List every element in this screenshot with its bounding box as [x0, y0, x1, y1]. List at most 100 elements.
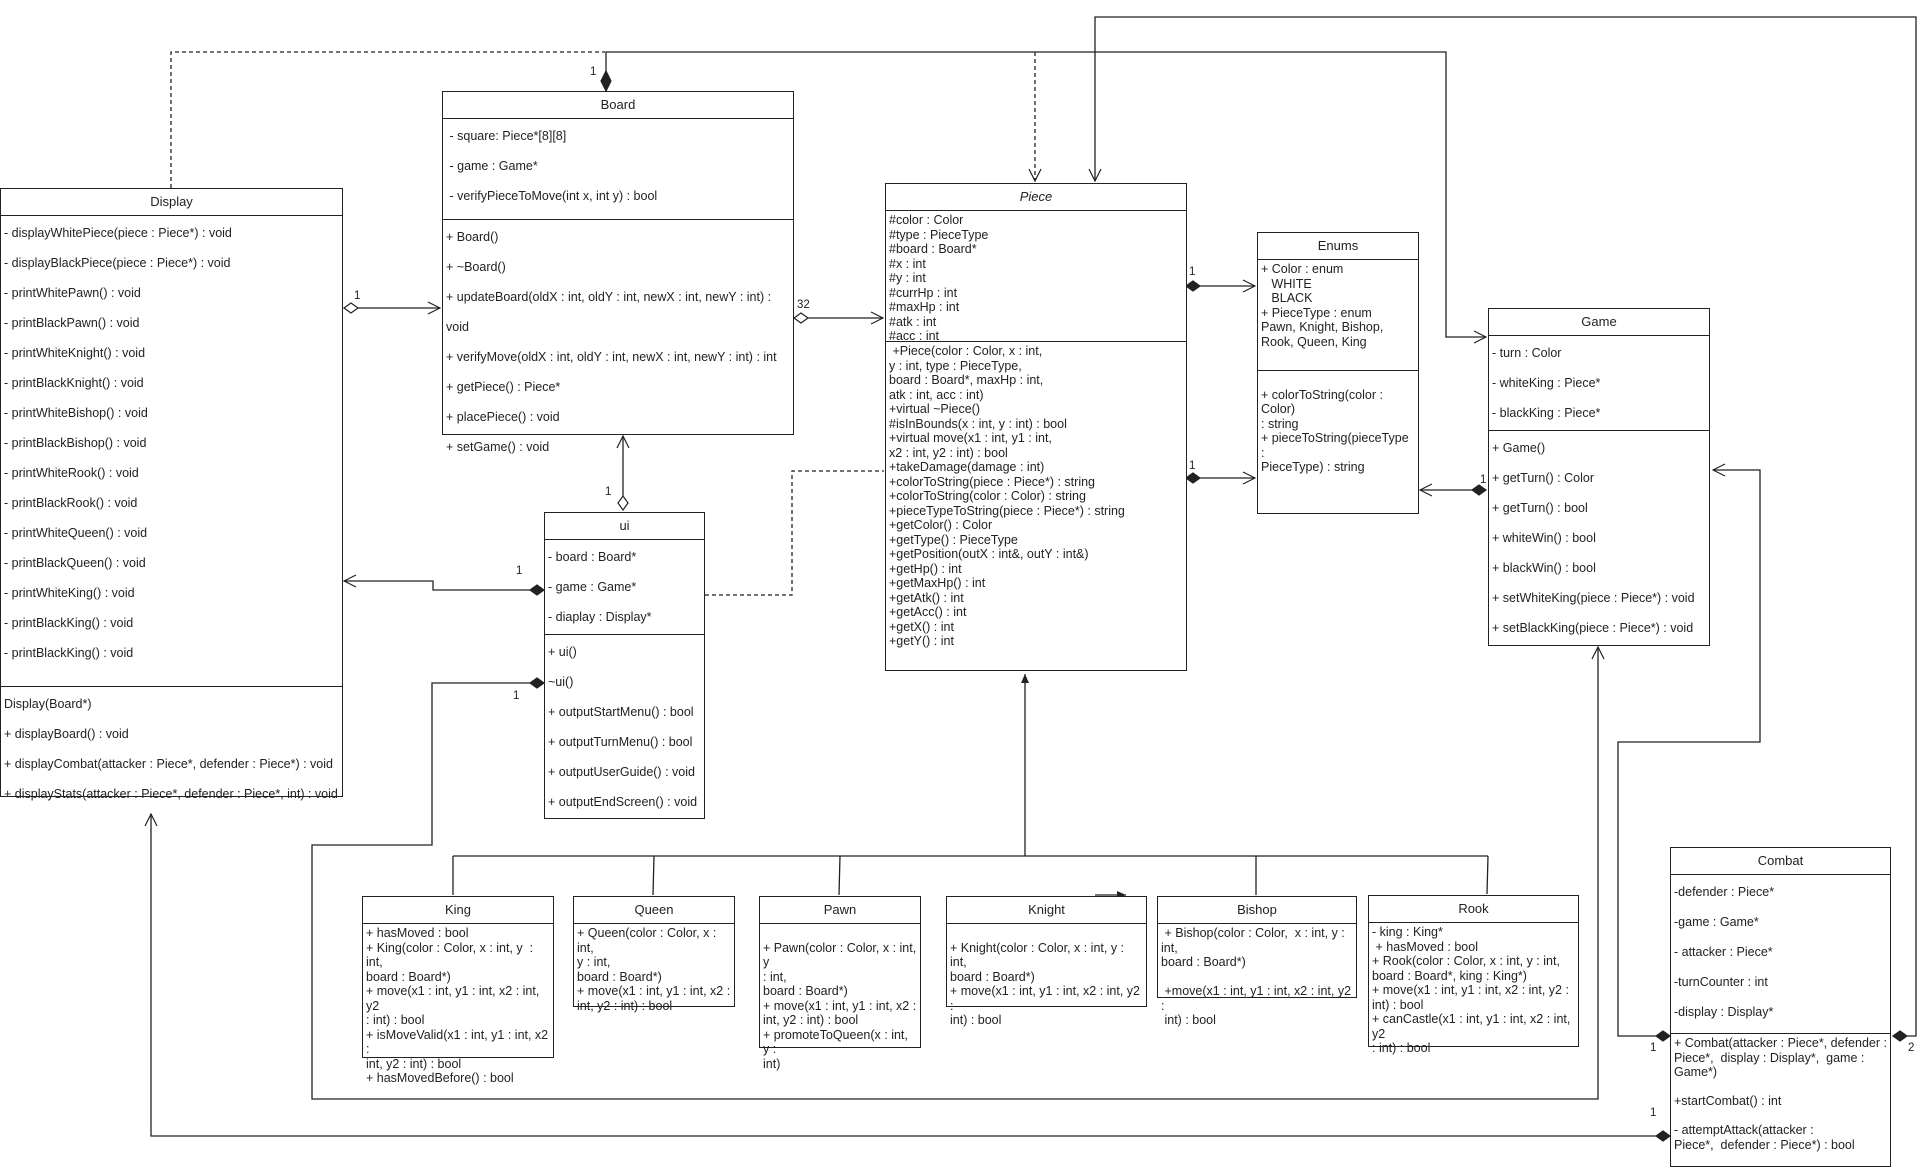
method-row: +pieceTypeToString(piece : Piece*) : str… [889, 503, 1125, 518]
multiplicity-label: 1 [1650, 1042, 1657, 1054]
method-row: +getHp() : int [889, 561, 962, 576]
ui-display-line [344, 581, 530, 591]
method-row: + whiteWin() : bool [1492, 531, 1596, 545]
method-row: atk : int, acc : int) [889, 387, 984, 402]
method-row: +getX() : int [889, 619, 954, 634]
method-row: +getPosition(outX : int&, outY : int&) [889, 547, 1089, 561]
method-row: Piece*, defender : Piece*) : bool [1674, 1137, 1855, 1152]
member-row: + hasMoved : bool [1372, 939, 1478, 954]
attribute-row: - printWhiteBishop() : void [4, 406, 148, 420]
method-row [1674, 1109, 1887, 1124]
attribute-row: - printBlackPawn() : void [4, 316, 140, 330]
class-name: Queen [574, 897, 734, 924]
method-row: PieceType) : string [1261, 460, 1365, 474]
member-row: + Rook(color : Color, x : int, y : int, [1372, 954, 1560, 968]
attributes-section: - square: Piece*[8][8] - game : Game* - … [443, 119, 793, 219]
attribute-row: - printBlackKnight() : void [4, 376, 144, 390]
aggregation-diamond-icon [617, 494, 629, 512]
member-row: + hasMoved : bool [366, 926, 469, 940]
member-row: + move(x1 : int, y1 : int, x2 : int, y2 … [1372, 983, 1569, 997]
attribute-row: - attacker : Piece* [1674, 945, 1773, 959]
method-row: Piece*, display : Display*, game : [1674, 1050, 1865, 1065]
method-row: Game*) [1674, 1065, 1718, 1079]
member-row: + move(x1 : int, y1 : int, x2 : [577, 984, 731, 998]
attribute-row: - printWhitePawn() : void [4, 286, 141, 300]
method-row: + blackWin() : bool [1492, 561, 1596, 575]
method-row: + ~Board() [446, 260, 506, 274]
method-row: + outputEndScreen() : void [548, 795, 698, 809]
method-row: +getColor() : Color [889, 518, 993, 532]
inherit-queen-line [652, 855, 655, 896]
method-row: + displayStats(attacker : Piece*, defend… [4, 787, 338, 801]
method-row [1674, 1080, 1887, 1095]
class-enums[interactable]: Enums+ Color : enum WHITE BLACK+ PieceTy… [1257, 232, 1419, 514]
attribute-row: - square: Piece*[8][8] [446, 129, 567, 143]
methods-section: Display(Board*)+ displayBoard() : void+ … [1, 686, 342, 811]
attribute-row: WHITE [1261, 276, 1312, 291]
class-piece[interactable]: Piece#color : Color#type : PieceType#boa… [885, 183, 1187, 671]
multiplicity-label: 1 [513, 690, 520, 702]
member-row: board : Board*, king : King*) [1372, 968, 1527, 983]
composition-diamond-icon [1184, 280, 1202, 292]
ui-game-line [311, 647, 1598, 1100]
methods-section: + Board()+ ~Board()+ updateBoard(oldX : … [443, 219, 793, 464]
method-row: +colorToString(piece : Piece*) : string [889, 474, 1095, 489]
attribute-row: - whiteKing : Piece* [1492, 376, 1601, 390]
class-rook[interactable]: Rook- king : King* + hasMoved : bool+ Ro… [1368, 895, 1579, 1055]
methods-section: + Game()+ getTurn() : Color+ getTurn() :… [1489, 430, 1709, 645]
attribute-row: - printWhiteKing() : void [4, 586, 135, 600]
method-row: + outputUserGuide() : void [548, 765, 695, 779]
attribute-row: - printWhiteKnight() : void [4, 346, 146, 360]
composition-diamond-icon [528, 677, 546, 689]
class-name: King [363, 897, 553, 924]
composition-diamond-icon [528, 584, 546, 596]
composition-diamond-icon [1184, 472, 1202, 484]
composition-diamond-icon [1470, 484, 1488, 496]
class-queen[interactable]: Queen+ Queen(color : Color, x : int,y : … [573, 896, 735, 1013]
attribute-row: #acc : int [889, 329, 940, 343]
method-row: +virtual ~Piece() [889, 402, 981, 416]
method-row: #isInBounds(x : int, y : int) : bool [889, 416, 1067, 431]
class-knight[interactable]: Knight + Knight(color : Color, x : int, … [946, 896, 1147, 1027]
attributes-section: #color : Color#type : PieceType#board : … [886, 211, 1186, 343]
member-row: + move(x1 : int, y1 : int, x2 : int, y2 [366, 984, 543, 1013]
members-section: - king : King* + hasMoved : bool+ Rook(c… [1369, 923, 1578, 1058]
method-row: + outputStartMenu() : bool [548, 705, 694, 719]
class-bishop[interactable]: Bishop + Bishop(color : Color, x : int, … [1157, 896, 1357, 1027]
class-king[interactable]: King+ hasMoved : bool+ King(color : Colo… [362, 896, 554, 1085]
member-row: + Pawn(color : Color, x : int, y [763, 940, 920, 970]
attributes-section: - turn : Color- whiteKing : Piece*- blac… [1489, 336, 1709, 430]
class-game[interactable]: Game- turn : Color- whiteKing : Piece*- … [1488, 308, 1710, 646]
attribute-row: -game : Game* [1674, 915, 1759, 929]
attribute-row: -turnCounter : int [1674, 975, 1768, 989]
method-row: + displayBoard() : void [4, 727, 129, 741]
attribute-row: -display : Display* [1674, 1005, 1774, 1019]
attribute-row: Rook, Queen, King [1261, 334, 1367, 349]
aggregation-diamond-icon [792, 312, 810, 324]
methods-section: + ui()~ui()+ outputStartMenu() : bool+ o… [545, 634, 704, 819]
class-pawn[interactable]: Pawn + Pawn(color : Color, x : int, y: i… [759, 896, 921, 1071]
display-dependency-line [170, 51, 605, 188]
methods-section: +Piece(color : Color, x : int,y : int, t… [886, 341, 1186, 651]
member-row: board : Board*) [1161, 955, 1246, 969]
method-row: ~ui() [548, 675, 574, 689]
multiplicity-label: 1 [1189, 460, 1196, 472]
method-row: + outputTurnMenu() : bool [548, 735, 693, 749]
class-board[interactable]: Board - square: Piece*[8][8] - game : Ga… [442, 91, 794, 454]
method-row [1261, 373, 1415, 388]
class-name: Game [1489, 309, 1709, 336]
combat-piece-line [1095, 16, 1917, 1037]
attributes-section: - board : Board*- game : Game*- diaplay … [545, 540, 704, 634]
class-name: Board [443, 92, 793, 119]
member-row: : int) : bool [1372, 1041, 1431, 1055]
member-row: + canCastle(x1 : int, y1 : int, x2 : int… [1372, 1012, 1574, 1041]
method-row: + pieceToString(pieceType : [1261, 431, 1413, 460]
class-combat[interactable]: Combat-defender : Piece*-game : Game*- a… [1670, 847, 1891, 1167]
method-row: + getTurn() : Color [1492, 471, 1595, 485]
composition-diamond-icon [600, 69, 612, 93]
class-ui[interactable]: ui- board : Board*- game : Game*- diapla… [544, 512, 705, 819]
member-row: : int) : bool [366, 1013, 425, 1027]
method-row: + displayCombat(attacker : Piece*, defen… [4, 757, 333, 771]
class-display[interactable]: Display- displayWhitePiece(piece : Piece… [0, 188, 343, 801]
members-section: + Bishop(color : Color, x : int, y : int… [1158, 924, 1356, 1030]
